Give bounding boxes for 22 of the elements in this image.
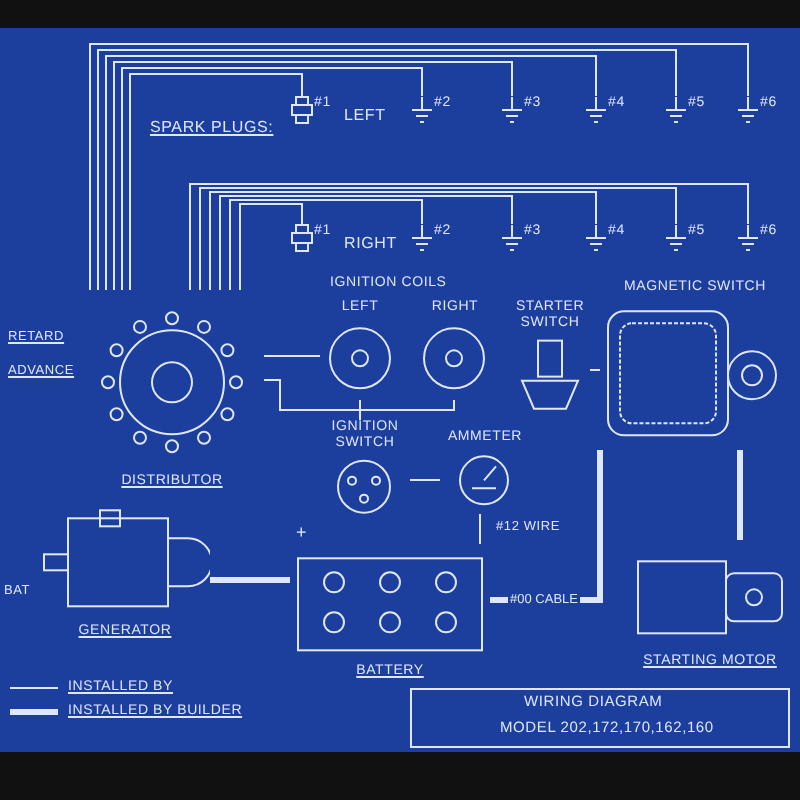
wire [209,191,597,291]
side-label: RIGHT [344,236,397,254]
wire [263,379,455,411]
wire [105,55,597,291]
wire [589,369,601,371]
wire [129,73,303,291]
wire [189,183,749,291]
wire [263,355,321,357]
text-label: SPARK PLUGS: [150,120,274,138]
wire [409,479,441,481]
wire [121,67,423,291]
text-label: + [296,524,308,544]
wire [737,450,743,540]
wire [359,399,361,421]
wire [113,61,513,291]
wire [239,203,303,291]
wire [210,577,290,583]
wire [229,199,423,291]
wire [219,195,513,291]
side-label: LEFT [344,108,386,126]
wire [199,187,677,291]
wire [479,513,481,545]
